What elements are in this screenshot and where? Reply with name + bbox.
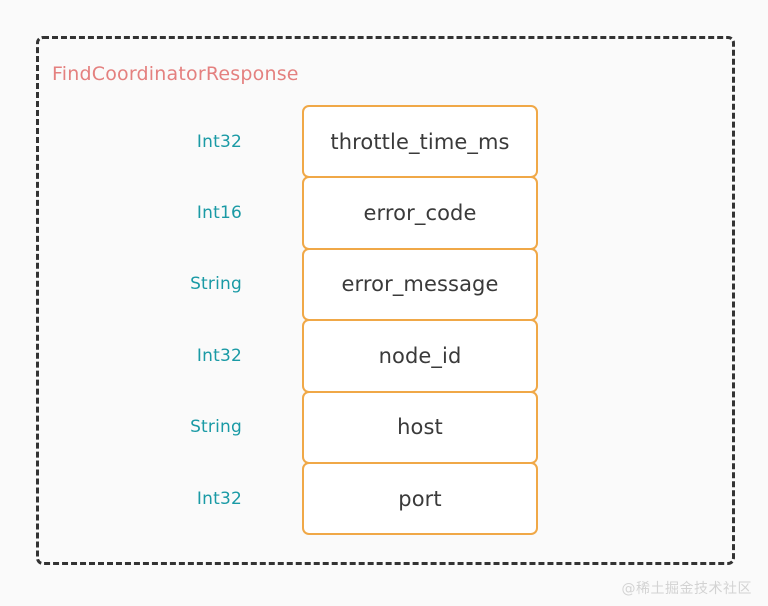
field-row: Int32 port <box>197 461 538 536</box>
struct-title: FindCoordinatorResponse <box>52 63 299 85</box>
field-box: throttle_time_ms <box>302 105 538 179</box>
field-type-label: String <box>190 274 242 295</box>
field-name-label: error_message <box>341 272 499 297</box>
field-box: error_code <box>302 176 538 250</box>
field-name-label: host <box>397 415 443 440</box>
field-box: host <box>302 390 538 464</box>
field-type-label: Int32 <box>196 345 242 366</box>
watermark: @稀土掘金技术社区 <box>621 581 752 597</box>
field-name-label: error_code <box>363 201 477 226</box>
field-type-label: Int32 <box>196 488 242 509</box>
field-row: Int16 error_code <box>197 176 538 250</box>
field-name-label: throttle_time_ms <box>330 129 510 154</box>
field-type-label: Int32 <box>196 131 242 152</box>
field-box: node_id <box>302 319 538 393</box>
field-row: Int32 throttle_time_ms <box>197 105 538 179</box>
field-box: port <box>302 461 538 536</box>
field-name-label: node_id <box>378 343 462 368</box>
diagram-frame <box>36 36 735 565</box>
field-type-label: Int16 <box>196 203 242 224</box>
field-row: String host <box>190 390 538 464</box>
field-name-label: port <box>398 486 442 511</box>
field-row: String error_message <box>190 247 538 322</box>
field-box: error_message <box>302 247 538 322</box>
field-type-label: String <box>190 417 242 438</box>
field-row: Int32 node_id <box>197 319 538 393</box>
field-list: Int32 throttle_time_ms Int16 error_code … <box>190 105 538 536</box>
